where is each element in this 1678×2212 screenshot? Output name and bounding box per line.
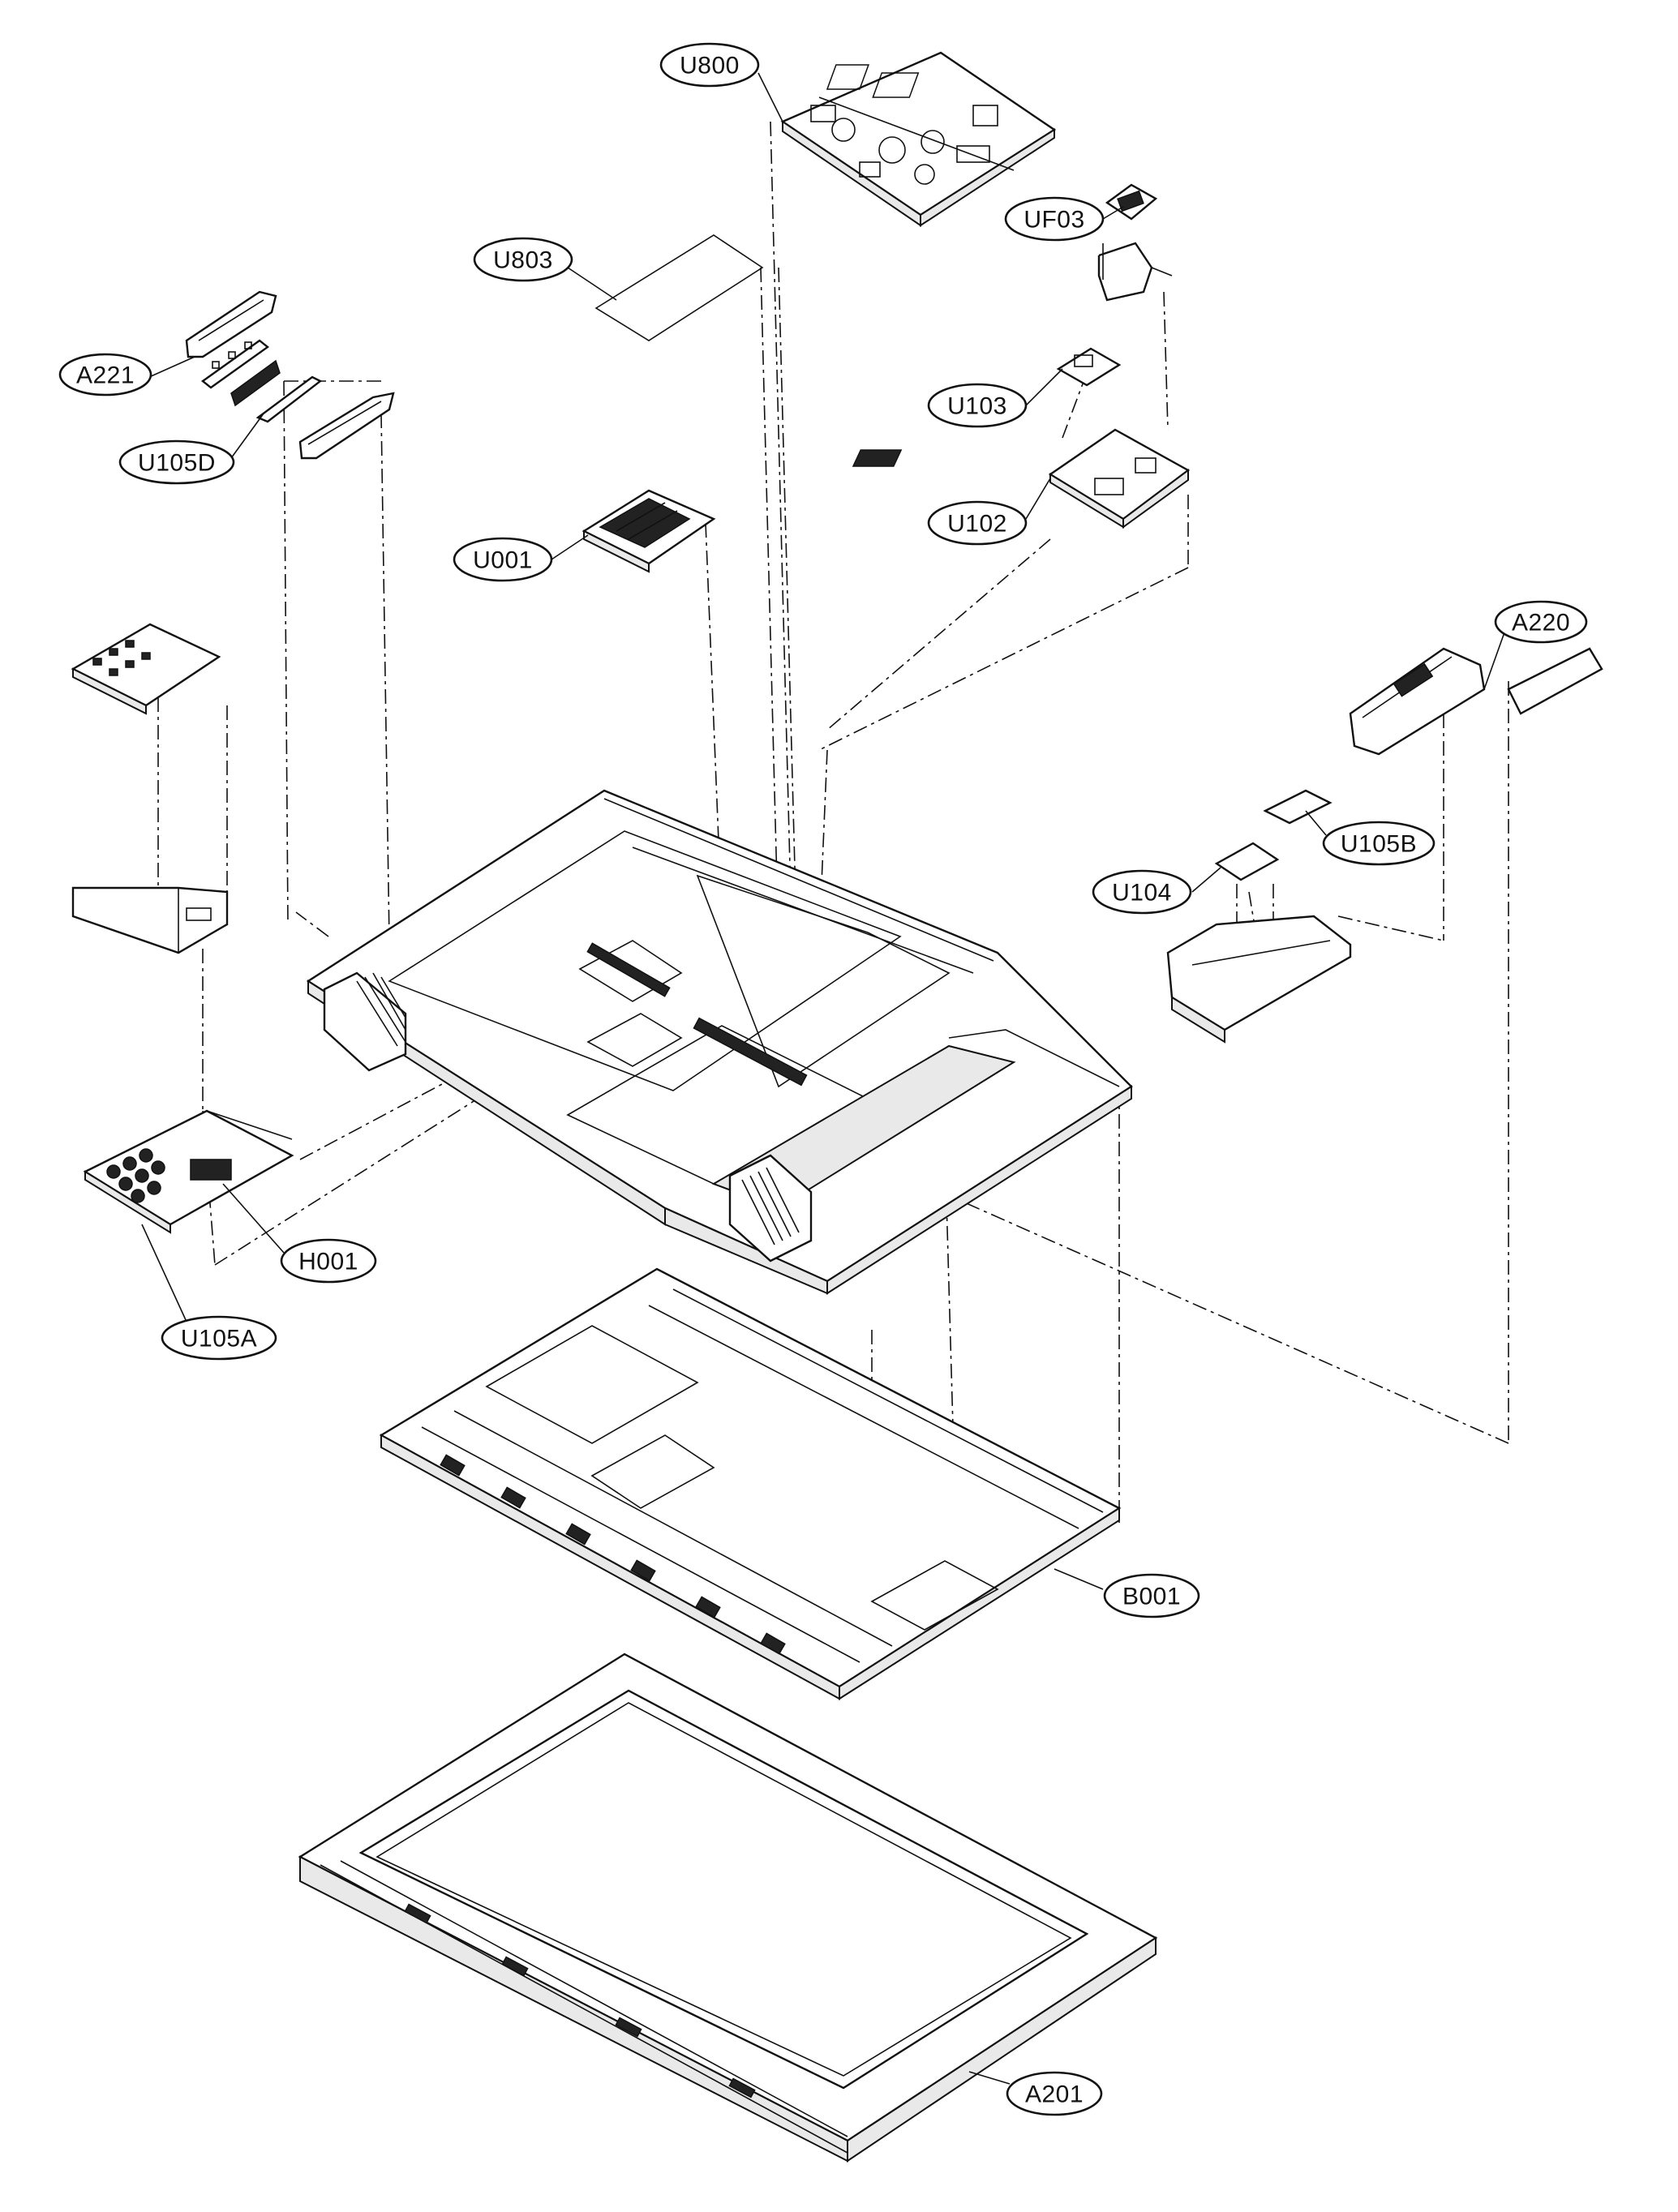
u105a-lower-board [83, 1109, 294, 1234]
callout-label: H001 [298, 1249, 358, 1275]
u800-power-board [780, 51, 1057, 227]
callout-u803: U803 [473, 237, 573, 282]
a221-bracket-assembly [185, 290, 395, 460]
callout-u104: U104 [1092, 869, 1192, 915]
callout-u105b: U105B [1322, 821, 1436, 866]
callout-label: A221 [76, 362, 135, 389]
callout-label: U105A [181, 1326, 257, 1352]
callout-u800: U800 [659, 42, 760, 88]
u803-sheet [594, 234, 764, 341]
callout-h001: H001 [280, 1238, 377, 1284]
a220-bracket [1349, 647, 1603, 756]
callout-u105a: U105A [161, 1315, 277, 1361]
callout-label: U800 [680, 53, 740, 79]
callout-uf03: UF03 [1004, 196, 1105, 242]
leader-lines [141, 72, 1505, 2085]
callout-u103: U103 [927, 383, 1028, 428]
callout-label: U104 [1112, 880, 1172, 907]
callout-a201: A201 [1006, 2071, 1103, 2116]
callout-label: U102 [947, 511, 1007, 538]
callout-u001: U001 [453, 537, 553, 582]
main-chassis-frame [306, 789, 1133, 1295]
u102-board [852, 428, 1191, 529]
callout-a220: A220 [1494, 600, 1588, 644]
callout-label: A201 [1025, 2081, 1084, 2108]
u001-board [582, 489, 716, 573]
callout-label: B001 [1122, 1584, 1181, 1610]
callout-label: U803 [493, 247, 553, 274]
u105b-u104-assembly [1166, 789, 1352, 1044]
a201-front-bezel [298, 1653, 1158, 2163]
callout-label: U103 [947, 393, 1007, 420]
callout-label: U001 [473, 547, 533, 574]
u103-board [1056, 347, 1122, 387]
callout-label: U105B [1341, 831, 1417, 858]
callout-b001: B001 [1103, 1573, 1200, 1618]
callout-a221: A221 [58, 353, 152, 397]
uf03-fan-assembly [1097, 183, 1173, 302]
callout-u105d: U105D [118, 439, 235, 485]
callout-u102: U102 [927, 500, 1028, 546]
callout-label: U105D [138, 450, 216, 477]
callout-label: UF03 [1024, 207, 1084, 234]
callout-label: A220 [1512, 610, 1570, 637]
b001-panel [379, 1267, 1122, 1700]
u105a-upper-board [71, 623, 229, 954]
